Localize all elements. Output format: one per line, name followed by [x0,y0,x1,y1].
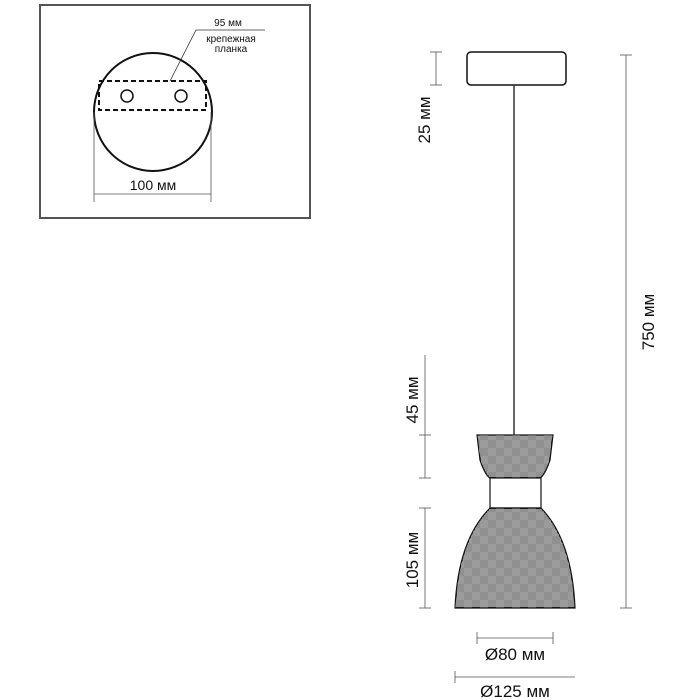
neck [489,477,542,509]
neck-diameter-label: Ø80 мм [485,645,545,664]
bracket-width-label: 95 мм [214,18,242,29]
inset-frame [39,4,311,219]
top-shade [476,434,554,479]
shade-diameter-label: Ø125 мм [480,682,550,700]
canopy [466,51,567,86]
canopy-diameter-label: 100 мм [130,177,177,193]
mounting-inset: 95 мм крепежная планка 100 мм [39,4,311,219]
mounting-bracket [98,80,207,111]
pendant-lamp [454,51,576,609]
top-section-height-label: 45 мм [403,376,422,423]
leader-line [169,29,265,82]
bracket-label: крепежная [206,34,256,45]
dimension-lines [419,51,632,683]
shade-height-label: 105 мм [403,532,422,588]
canopy-height-label: 25 мм [415,96,434,143]
total-height-label: 750 мм [639,294,658,350]
main-shade [454,507,576,609]
screw-hole [174,89,188,103]
bracket-label: планка [215,44,248,55]
screw-hole [120,89,134,103]
